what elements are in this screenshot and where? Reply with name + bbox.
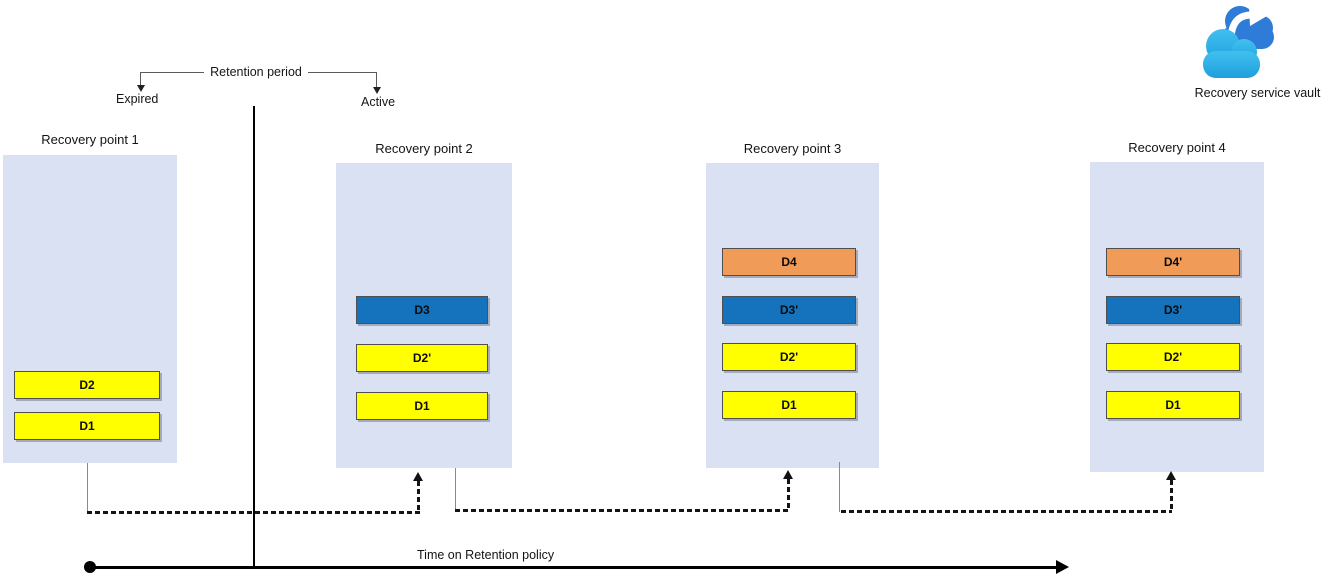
arrow-down-expired-icon: [137, 85, 145, 92]
connector-3-dashed-line: [841, 510, 1172, 513]
data-block-d2: D2: [14, 371, 160, 399]
timeline-axis-line: [90, 566, 1058, 569]
data-block-d2-prime: D2': [722, 343, 856, 371]
recovery-vault-icon: [1194, 1, 1284, 85]
data-block-d1: D1: [722, 391, 856, 419]
data-block-d1: D1: [14, 412, 160, 440]
data-block-d2-prime: D2': [1106, 343, 1240, 371]
connector-3-drop-line: [839, 462, 840, 512]
data-block-d3-prime: D3': [722, 296, 856, 324]
timeline-label: Time on Retention policy: [417, 548, 555, 562]
data-block-d4: D4: [722, 248, 856, 276]
active-label: Active: [361, 95, 396, 109]
data-block-d3-prime: D3': [1106, 296, 1240, 324]
recovery-point-1-panel: [3, 155, 177, 463]
recovery-point-1-title: Recovery point 1: [41, 132, 139, 147]
cloud-front: [1203, 29, 1260, 78]
recovery-point-2-title: Recovery point 2: [375, 141, 473, 156]
connector-3-dashed-riser: [1170, 480, 1173, 511]
data-block-d2-prime: D2': [356, 344, 488, 372]
connector-2-arrow-icon: [783, 470, 793, 479]
arrow-down-active-icon: [373, 87, 381, 94]
timeline-arrow-icon: [1056, 560, 1069, 574]
data-block-d1: D1: [356, 392, 488, 420]
bracket-right-line: [308, 72, 377, 73]
connector-1-dashed-line: [87, 511, 420, 514]
recovery-point-3-title: Recovery point 3: [743, 141, 842, 156]
connector-2-dashed-line: [455, 509, 789, 512]
bracket-left-line: [140, 72, 204, 73]
connector-2-drop-line: [455, 468, 456, 511]
retention-boundary-line: [253, 106, 255, 568]
connector-1-drop-line: [87, 463, 88, 513]
bracket-left-drop: [140, 72, 141, 85]
bracket-right-drop: [376, 72, 377, 87]
data-block-d4-prime: D4': [1106, 248, 1240, 276]
data-block-d1: D1: [1106, 391, 1240, 419]
connector-1-dashed-riser: [417, 481, 420, 512]
data-block-d3: D3: [356, 296, 488, 324]
expired-label: Expired: [116, 92, 159, 106]
cloud-sync-icon: [1203, 6, 1274, 78]
connector-2-dashed-riser: [787, 479, 790, 510]
recovery-point-4-title: Recovery point 4: [1128, 140, 1226, 155]
recovery-vault-label: Recovery service vault: [1194, 86, 1321, 100]
connector-3-arrow-icon: [1166, 471, 1176, 480]
retention-period-label: Retention period: [210, 65, 302, 79]
connector-1-arrow-icon: [413, 472, 423, 481]
